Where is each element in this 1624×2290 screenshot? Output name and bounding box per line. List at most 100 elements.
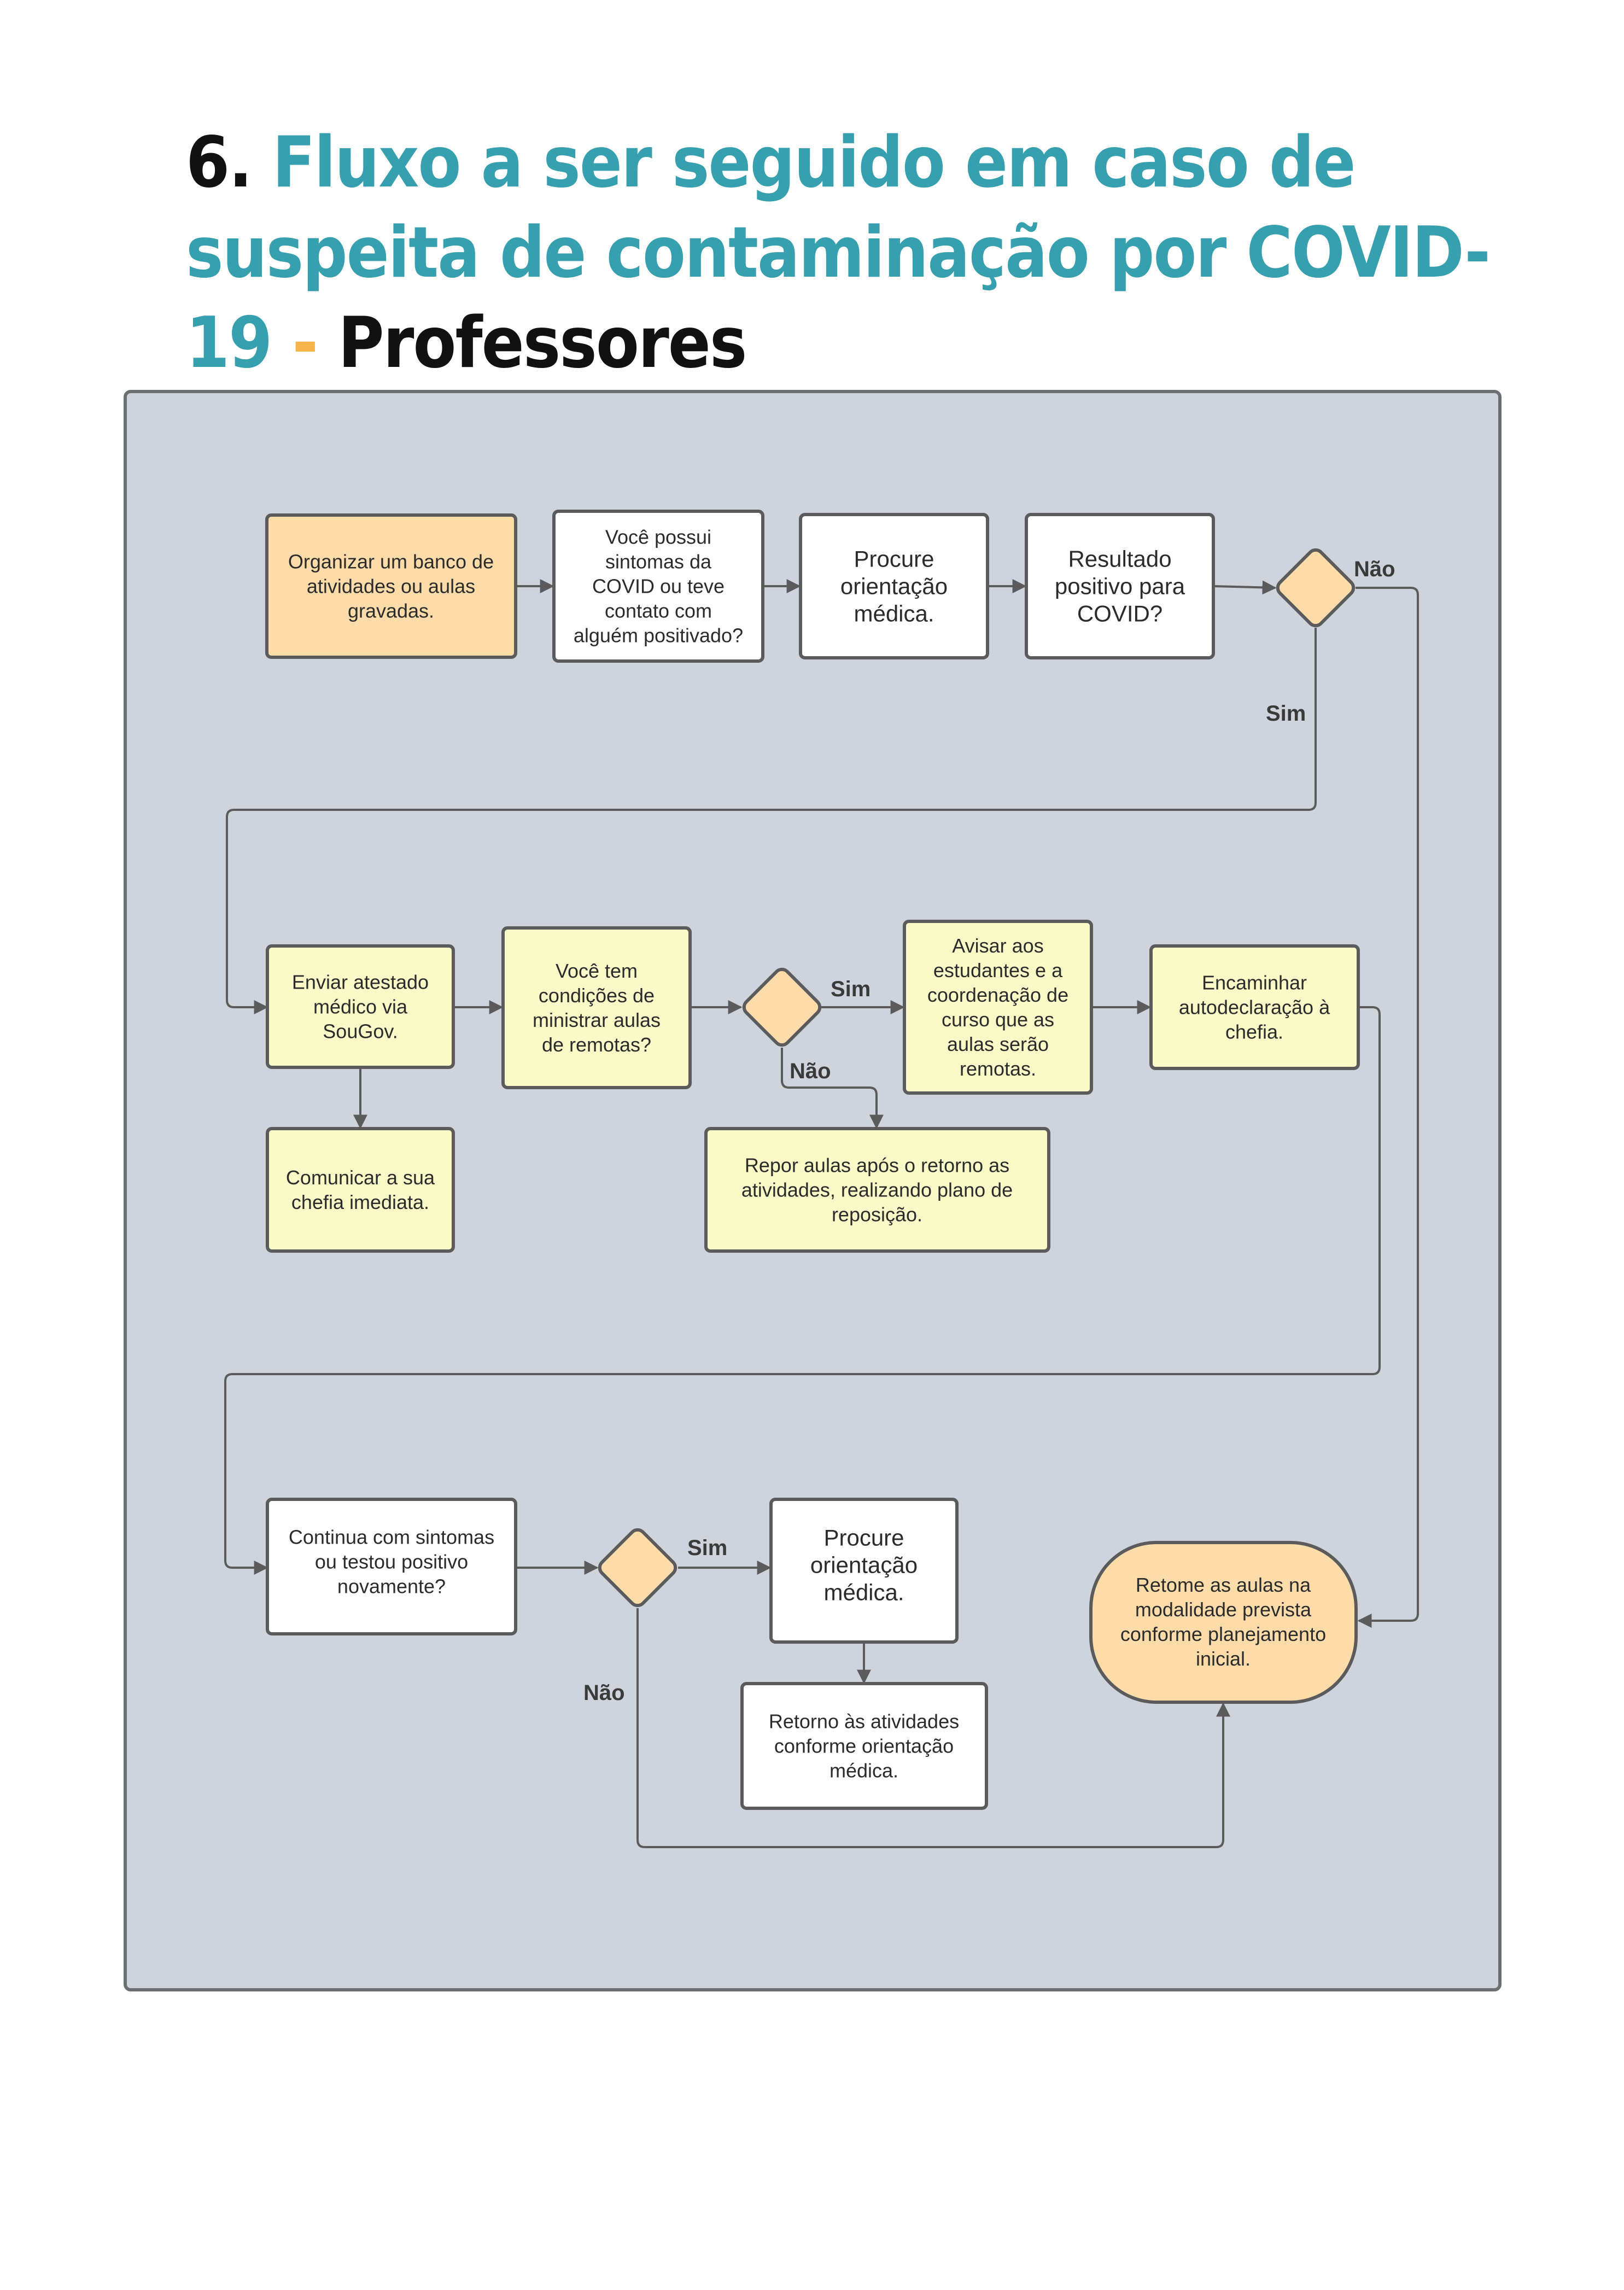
box-encaminhar bbox=[1149, 944, 1360, 1070]
label-nao-2: Não bbox=[790, 1059, 831, 1083]
box-text-line: inicial. bbox=[1196, 1648, 1251, 1670]
box-retorno bbox=[740, 1682, 988, 1810]
edge-decision1-nao-retome bbox=[1356, 587, 1419, 1628]
box-text-line: Retome as aulas na bbox=[1136, 1574, 1311, 1596]
page-title: 6. Fluxo a ser seguido em caso de suspei… bbox=[186, 118, 1553, 388]
box-text-line: gravadas. bbox=[348, 600, 434, 622]
decision-3 bbox=[598, 1528, 677, 1608]
box-text-line: Encaminhar bbox=[1202, 972, 1307, 994]
edge-encaminhar-continua bbox=[224, 1006, 1381, 1575]
box-text-line: condições de bbox=[539, 984, 655, 1007]
box-text-line: positivo para bbox=[1055, 574, 1185, 599]
box-text-line: SouGov. bbox=[323, 1020, 398, 1043]
box-text-line: Comunicar a sua bbox=[286, 1166, 435, 1189]
box-text-line: novamente? bbox=[337, 1575, 446, 1598]
label-nao-3: Não bbox=[583, 1681, 625, 1705]
decision-2 bbox=[742, 967, 822, 1047]
title-number: 6. bbox=[186, 122, 253, 203]
box-text-line: ministrar aulas bbox=[533, 1009, 661, 1031]
edge-decision1-sim-atestado bbox=[226, 628, 1317, 1014]
box-text-line: Retorno às atividades bbox=[769, 1710, 959, 1733]
box-text-line: chefia imediata. bbox=[291, 1191, 429, 1213]
box-text-line: Avisar aos bbox=[952, 934, 1043, 957]
box-text-line: remotas. bbox=[960, 1058, 1036, 1080]
box-text-line: orientação bbox=[840, 574, 948, 599]
box-procure1 bbox=[799, 513, 989, 659]
box-text-line: atividades ou aulas bbox=[307, 575, 475, 598]
label-sim-2: Sim bbox=[831, 977, 871, 1001]
box-text-line: Resultado bbox=[1068, 546, 1171, 572]
box-text-line: ou testou positivo bbox=[315, 1551, 468, 1573]
box-text-line: modalidade prevista bbox=[1135, 1598, 1312, 1621]
box-text-line: chefia. bbox=[1225, 1021, 1283, 1043]
box-text-line: Você tem bbox=[556, 960, 638, 982]
edge-decision2-nao-repor bbox=[781, 1048, 884, 1129]
box-text-line: Continua com sintomas bbox=[289, 1526, 494, 1549]
label-nao-1: Não bbox=[1354, 557, 1395, 581]
box-text-line: COVID? bbox=[1077, 601, 1162, 627]
connectors bbox=[224, 579, 1419, 1848]
box-text-line: aulas serão bbox=[947, 1033, 1049, 1055]
box-retome bbox=[1089, 1541, 1358, 1704]
box-avisar bbox=[903, 920, 1093, 1095]
box-text-line: curso que as bbox=[942, 1008, 1054, 1031]
box-condicoes bbox=[501, 926, 692, 1089]
box-text-line: Repor aulas após o retorno as bbox=[745, 1154, 1009, 1177]
box-text-line: médico via bbox=[313, 996, 408, 1018]
box-atestado bbox=[266, 944, 455, 1069]
box-text-line: contato com bbox=[605, 600, 712, 622]
box-text-line: coordenação de bbox=[927, 984, 1068, 1006]
box-text-line: orientação bbox=[810, 1552, 918, 1578]
box-text-line: Procure bbox=[854, 546, 934, 572]
box-sintomas bbox=[552, 510, 764, 663]
box-repor bbox=[704, 1127, 1050, 1253]
box-text-line: reposição. bbox=[832, 1204, 922, 1226]
flow-boxes bbox=[265, 510, 1360, 1810]
box-text-line: alguém positivado? bbox=[574, 624, 743, 647]
box-text-line: médica. bbox=[823, 1580, 904, 1605]
decision-1 bbox=[1276, 548, 1356, 628]
edge-resultado-decision1 bbox=[1213, 580, 1277, 595]
title-main: Fluxo a ser seguido em caso de suspeita … bbox=[186, 122, 1491, 384]
box-text-line: Enviar atestado bbox=[292, 971, 429, 994]
box-text-line: de remotas? bbox=[542, 1033, 651, 1056]
edge-decision3-nao-retome bbox=[636, 1608, 1230, 1848]
box-organizar bbox=[265, 513, 517, 659]
box-text-line: médica. bbox=[829, 1760, 898, 1782]
box-resultado bbox=[1025, 513, 1215, 659]
box-text-line: COVID ou teve bbox=[592, 575, 725, 598]
title-audience: Professores bbox=[338, 302, 747, 384]
box-text-line: Procure bbox=[823, 1525, 904, 1551]
box-continua bbox=[266, 1498, 517, 1635]
label-sim-3: Sim bbox=[687, 1536, 727, 1560]
box-text-line: sintomas da bbox=[605, 551, 712, 573]
box-text-line: atividades, realizando plano de bbox=[741, 1179, 1013, 1201]
box-text-line: autodeclaração à bbox=[1179, 996, 1330, 1019]
box-text-line: estudantes e a bbox=[933, 959, 1063, 982]
box-text-line: conforme planejamento bbox=[1120, 1623, 1326, 1645]
box-text-line: conforme orientação bbox=[774, 1735, 954, 1757]
edge-labels: Não Sim Sim Não Sim Não bbox=[583, 557, 1395, 1705]
box-text-line: Organizar um banco de bbox=[288, 551, 494, 573]
title-separator: - bbox=[292, 302, 318, 384]
label-sim-1: Sim bbox=[1266, 702, 1306, 726]
box-comunicar bbox=[266, 1127, 455, 1253]
box-procure2 bbox=[769, 1498, 959, 1644]
box-text-line: médica. bbox=[854, 601, 934, 627]
